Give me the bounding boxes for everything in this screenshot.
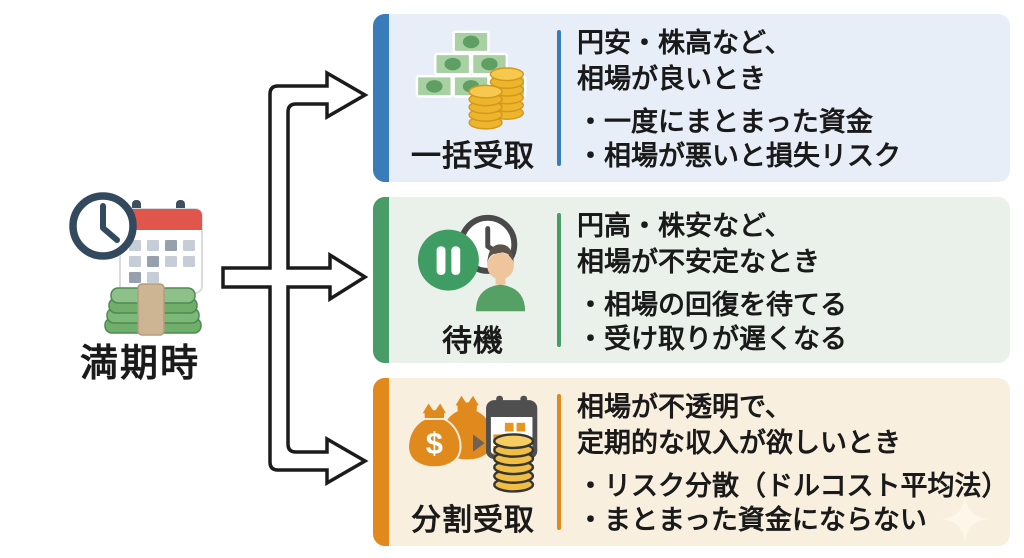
option-panel-split: $ [373, 378, 1010, 546]
condition-line: 相場が不安定なとき [577, 247, 820, 277]
accent-bar [373, 14, 389, 182]
panel-divider [557, 394, 561, 530]
bullet-item: ・一度にまとまった資金 [577, 107, 873, 137]
money-bags-calendar-coins-icon: $ [407, 395, 538, 493]
condition-line: 相場が不透明で、 [577, 392, 792, 422]
bullet-item: ・まとまった資金にならない [577, 505, 927, 535]
svg-text:$: $ [426, 426, 443, 461]
option-label: 一括受取 [411, 140, 535, 173]
bullet-item: ・相場の回復を待てる [577, 290, 847, 320]
option-label: 待機 [442, 325, 504, 358]
accent-bar [373, 197, 389, 363]
option-label: 分割受取 [411, 504, 535, 537]
condition-line: 定期的な収入が欲しいとき [577, 428, 901, 458]
option-panel-wait: 待機 円高・株安など、 相場が不安定なとき ・相場の回復を待てる ・受け取りが遅… [373, 197, 1010, 363]
origin-block: 満期時 [50, 186, 230, 387]
panel-divider [557, 30, 561, 166]
clock-calendar-money-icon [69, 192, 203, 336]
condition-line: 円高・株安など、 [577, 211, 792, 241]
bullet-item: ・受け取りが遅くなる [577, 324, 847, 354]
sparkle-icon [942, 496, 988, 542]
condition-line: 円安・株高など、 [577, 28, 792, 58]
accent-bar [373, 378, 389, 546]
bullet-item: ・相場が悪いと損失リスク [577, 141, 901, 171]
pause-clock-person-icon [417, 214, 526, 312]
origin-label: 満期時 [79, 343, 200, 385]
option-panel-lump-sum: 一括受取 円安・株高など、 相場が良いとき ・一度にまとまった資金 ・相場が悪い… [373, 14, 1010, 182]
bullet-item: ・リスク分散（ドルコスト平均法） [577, 471, 1009, 501]
money-pyramid-coins-icon [415, 30, 527, 130]
panel-divider [557, 213, 561, 347]
condition-line: 相場が良いとき [577, 64, 766, 94]
